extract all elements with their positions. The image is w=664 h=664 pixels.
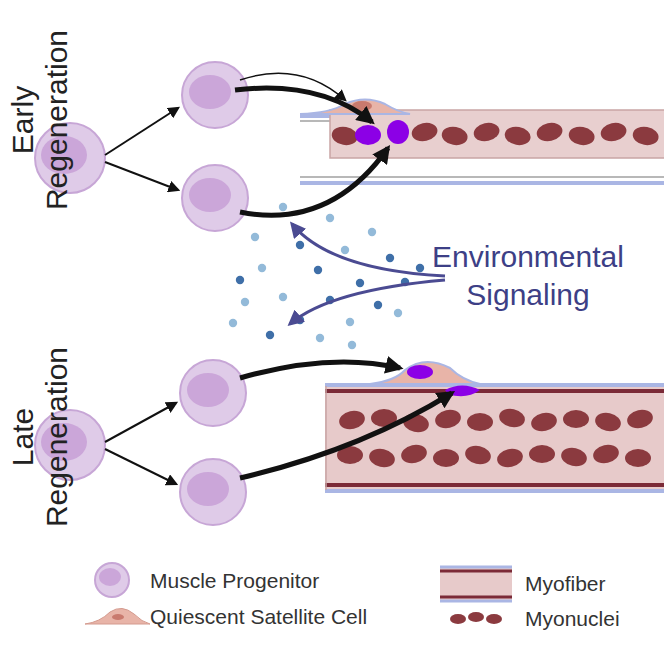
- legend-text: Myofiber: [525, 571, 606, 596]
- progenitor-sample: [95, 563, 129, 597]
- early-arrows: [105, 73, 388, 215]
- myofiber-sample: [440, 567, 512, 601]
- satellite-sample: [85, 608, 150, 624]
- signal-molecules: [229, 203, 424, 349]
- myonuclei-sample: [450, 612, 502, 624]
- signaling-label: Environmental Signaling: [398, 238, 658, 313]
- late-fiber: [325, 362, 664, 491]
- signal-arrows: [290, 224, 445, 324]
- stage-label: Late Regeneration: [6, 322, 73, 552]
- legend-text: Quiescent Satellite Cell: [150, 604, 367, 629]
- stage-label: Early Regeneration: [6, 5, 73, 235]
- late-arrows: [105, 362, 452, 484]
- legend-text: Myonuclei: [525, 606, 620, 631]
- legend-text: Muscle Progenitor: [150, 568, 319, 593]
